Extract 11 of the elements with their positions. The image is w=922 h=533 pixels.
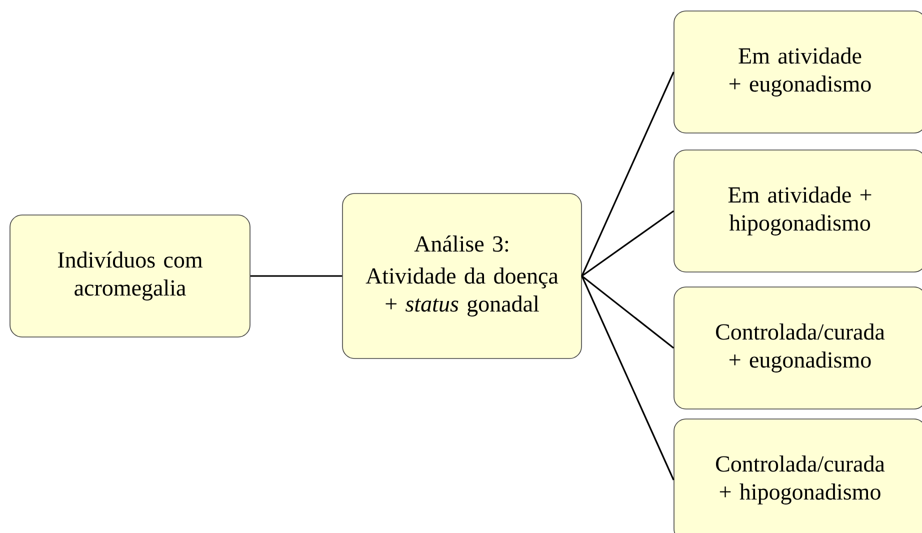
process-box: Em atividade + eugonadismo (674, 10, 922, 134)
connector-line (250, 275, 342, 277)
process-box: Análise 3: Atividade da doença + status gonadal (342, 193, 582, 359)
process-box: Controlada/curada + eugonadismo (674, 286, 922, 410)
process-box: Em atividade + hipogonadismo (674, 150, 922, 272)
connector-line (581, 72, 674, 276)
process-box: Indivíduos com acromegalia (10, 214, 250, 338)
process-box: Controlada/curada + hipogonadismo (674, 418, 922, 533)
connector-line (581, 276, 674, 480)
connector-line (581, 275, 674, 349)
connector-line (581, 210, 674, 277)
